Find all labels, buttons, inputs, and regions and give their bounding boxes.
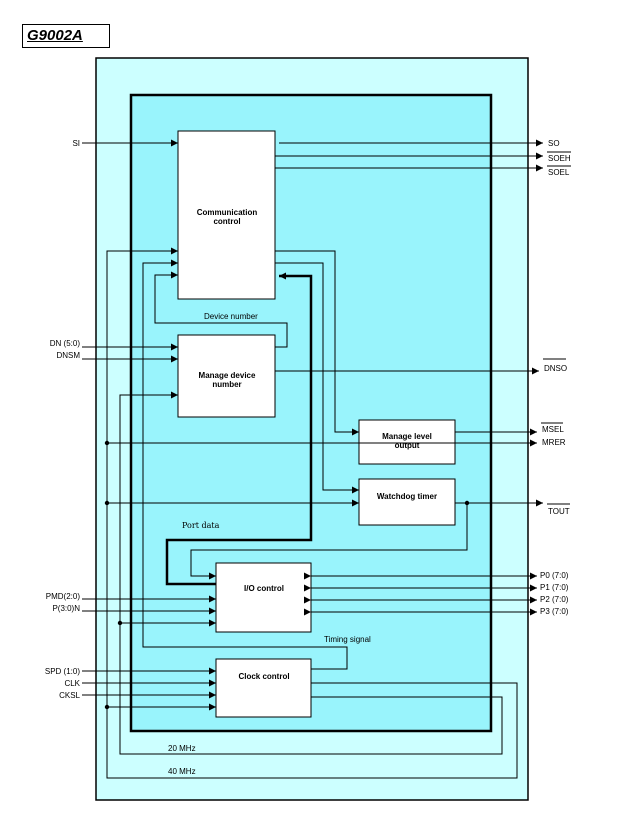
communication-control-block bbox=[177, 130, 276, 300]
40mhz-label: 40 MHz bbox=[168, 767, 196, 776]
manage-level-output-label-2: output bbox=[395, 441, 420, 450]
comm-to-level-wire bbox=[275, 250, 359, 436]
pin-soel: SOEL bbox=[548, 168, 570, 177]
pin-dnsm: DNSM bbox=[56, 351, 80, 360]
pin-p2: P2 (7:0) bbox=[540, 595, 569, 604]
chip-title: G9002A bbox=[22, 24, 110, 48]
20mhz-label: 20 MHz bbox=[168, 744, 196, 753]
io-control-label: I/O control bbox=[244, 584, 284, 593]
port-data-label: Port data bbox=[182, 521, 220, 530]
pin-msel: MSEL bbox=[542, 425, 564, 434]
manage-device-number-label-2: number bbox=[212, 380, 241, 389]
manage-device-number-label-1: Manage device bbox=[199, 371, 256, 380]
pin-so: SO bbox=[548, 139, 560, 148]
io-control-block bbox=[215, 562, 312, 633]
port-data-bus bbox=[165, 272, 313, 586]
comm-to-watchdog-wire bbox=[275, 262, 359, 494]
pin-si: SI bbox=[72, 139, 80, 148]
mrer-bus-to-comm-wire bbox=[106, 247, 178, 443]
pin-dn: DN (5:0) bbox=[50, 339, 81, 348]
pin-pmd: PMD(2:0) bbox=[46, 592, 81, 601]
pin-p3: P3 (7:0) bbox=[540, 607, 569, 616]
manage-device-number-block bbox=[177, 334, 276, 418]
communication-control-label-2: control bbox=[213, 217, 240, 226]
40mhz-wire bbox=[106, 443, 518, 779]
timing-signal-label: Timing signal bbox=[324, 635, 371, 644]
pin-spd: SPD (1:0) bbox=[45, 667, 80, 676]
watchdog-timer-block bbox=[358, 478, 456, 526]
20mhz-wire bbox=[119, 623, 503, 755]
pin-cksl: CKSL bbox=[59, 691, 80, 700]
pin-clk: CLK bbox=[64, 679, 80, 688]
clock-control-block bbox=[215, 658, 312, 718]
pin-p0: P0 (7:0) bbox=[540, 571, 569, 580]
clock-control-label: Clock control bbox=[238, 672, 289, 681]
pn-to-device-wire bbox=[119, 391, 178, 623]
timing-signal-wire bbox=[142, 259, 348, 670]
device-number-loop-wire bbox=[154, 271, 288, 348]
communication-control-label-1: Communication bbox=[197, 208, 258, 217]
pin-soeh: SOEH bbox=[548, 154, 571, 163]
device-number-label: Device number bbox=[204, 312, 258, 321]
pin-pn: P(3:0)N bbox=[52, 604, 80, 613]
manage-level-output-label-1: Manage level bbox=[382, 432, 432, 441]
watchdog-timer-label: Watchdog timer bbox=[377, 492, 437, 501]
pin-dnso: DNSO bbox=[544, 364, 567, 373]
tout-to-io-wire bbox=[190, 503, 468, 580]
pin-p1: P1 (7:0) bbox=[540, 583, 569, 592]
pin-mrer: MRER bbox=[542, 438, 566, 447]
manage-level-output-block bbox=[358, 419, 456, 465]
pin-tout: TOUT bbox=[548, 507, 570, 516]
